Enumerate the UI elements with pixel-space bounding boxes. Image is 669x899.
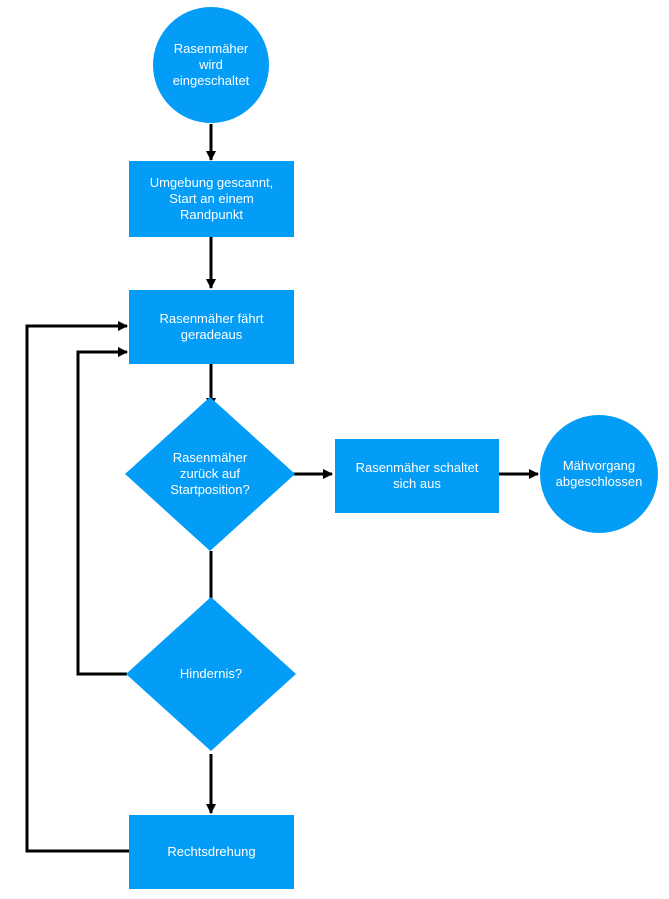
- turn-node: Rechtsdrehung: [129, 815, 294, 889]
- loop-obstacle-to-drive: [76, 347, 128, 676]
- decision-obstacle: Hindernis?: [126, 597, 296, 751]
- decision-start-label: Rasenmäher zurück auf Startposition?: [170, 450, 250, 497]
- decision-start-shape: [125, 397, 295, 551]
- scan-node: Umgebung gescannt, Start an einem Randpu…: [129, 161, 294, 237]
- start-node: Rasenmäher wird eingeschaltet: [153, 7, 269, 123]
- loop-turn-to-drive: [25, 321, 129, 853]
- shutdown-node: Rasenmäher schaltet sich aus: [335, 439, 499, 513]
- decision-obstacle-label: Hindernis?: [179, 666, 243, 681]
- decision-start-position: Rasenmäher zurück auf Startposition?: [125, 397, 295, 551]
- end-node: Mähvorgang abgeschlossen: [540, 415, 658, 533]
- decision-obstacle-shape: [126, 597, 296, 751]
- drive-node: Rasenmäher fährt geradeaus: [129, 290, 294, 364]
